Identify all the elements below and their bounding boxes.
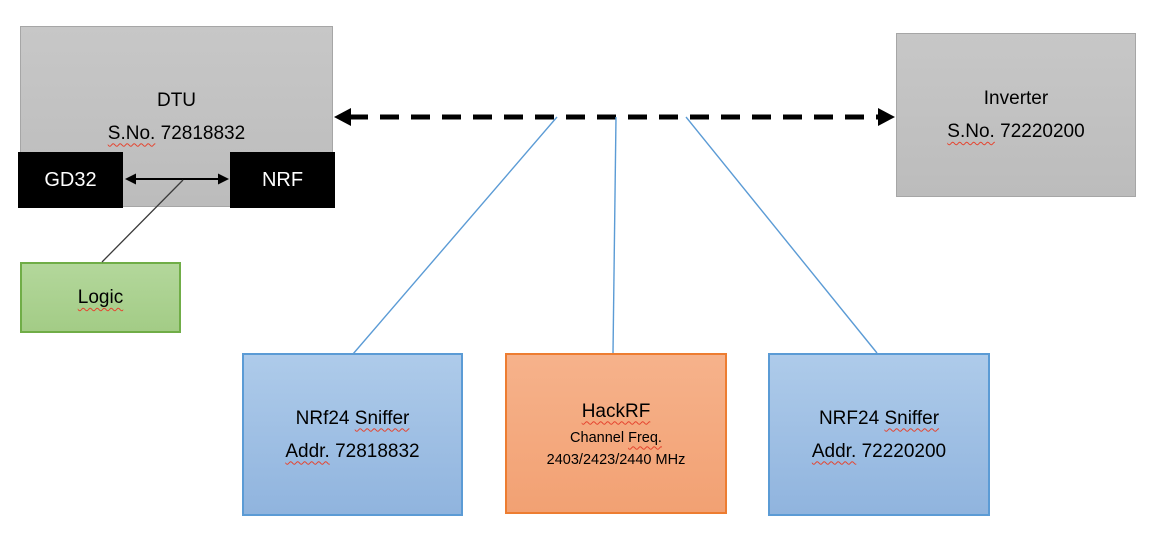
sniffer-left-type: Sniffer [354,407,410,429]
inverter-serial-label: S.No. [947,121,995,142]
hackrf-title: HackRF [581,400,651,422]
sniffer-right-type: Sniffer [884,407,940,429]
dtu-inverter-dashed-arrow [334,108,895,126]
logic-box: Logic [20,262,181,333]
connector-line-hackrf [612,116,617,354]
sniffer-left-addr: Addr.72818832 [285,435,419,468]
sniffer-right-brand: NRF24 [818,407,880,429]
dtu-serial-label: S.No. [107,122,156,144]
arrowhead-left-icon [334,108,351,126]
nrf-label: NRF [261,169,304,191]
gd32-label: GD32 [44,169,97,191]
inverter-serial-value: 72220200 [1000,121,1085,142]
arrowhead-right-icon [878,108,895,126]
dtu-serial: S.No.72818832 [108,117,245,150]
sniffer-right-addr: Addr.72220200 [812,435,946,468]
inverter-serial: S.No.72220200 [947,115,1084,148]
hackrf-frequencies: 2403/2423/2440 MHz [546,451,686,468]
connector-line-sniffer-right [685,116,878,354]
sniffer-left-addr-value: 72818832 [335,440,420,462]
sniffer-right-addr-label: Addr. [811,440,857,462]
logic-label: Logic [77,287,124,308]
sniffer-left-addr-label: Addr. [285,440,330,462]
connector-line-sniffer-left [352,116,558,355]
gd32-chip: GD32 [18,152,123,208]
sniffer-right-addr-value: 72220200 [861,440,947,462]
dtu-serial-value: 72818832 [160,122,246,144]
inverter-title: Inverter [983,88,1049,109]
nrf-chip: NRF [230,152,335,208]
inverter-box: Inverter S.No.72220200 [896,33,1136,197]
hackrf-freq-label: Freq. [628,429,662,446]
dtu-title: DTU [156,89,197,111]
hackrf-channel-label: Channel [570,429,625,446]
sniffer-left-brand: NRf24 [295,407,350,429]
